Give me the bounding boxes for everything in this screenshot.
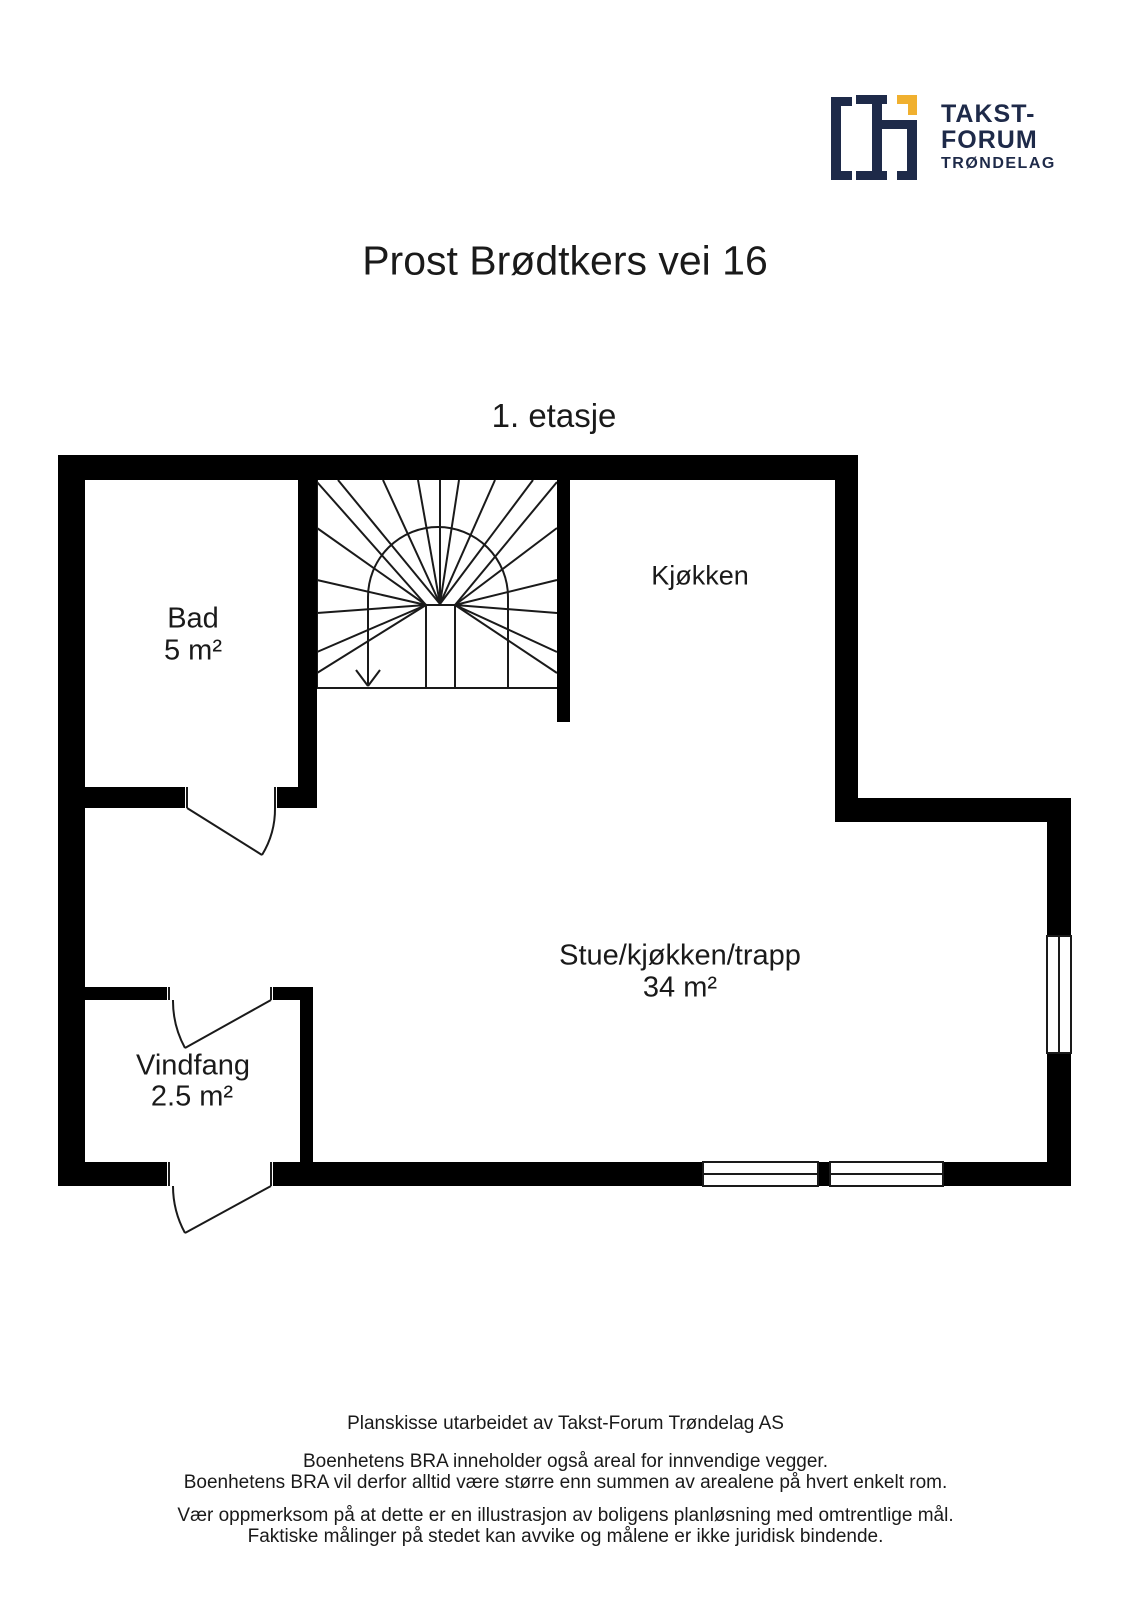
stair-newel <box>425 604 456 689</box>
logo-icon <box>831 95 917 180</box>
logo-gold-corner <box>897 95 917 115</box>
window-bottom-2 <box>829 1161 944 1187</box>
room-area-stue: 34 m² <box>642 971 718 1004</box>
room-label-kjokken: Kjøkken <box>651 560 749 591</box>
footer-note-2: Boenhetens BRA inneholder også areal for… <box>303 1451 828 1472</box>
walls <box>58 455 1071 1186</box>
logo: TAKST- FORUM TRØNDELAG <box>828 92 1054 184</box>
room-area-vindfang: 2.5 m² <box>150 1080 234 1113</box>
room-label-stue: Stue/kjøkken/trapp <box>559 939 801 972</box>
stair-treads <box>316 479 558 674</box>
window-right-wall <box>1046 935 1072 1054</box>
door-entry <box>168 1162 272 1234</box>
stair-arch <box>367 526 509 688</box>
window-bottom-1 <box>702 1161 819 1187</box>
logo-text-line2: FORUM <box>941 126 1038 154</box>
floor-label: 1. etasje <box>491 397 617 434</box>
logo-text-line1: TAKST- <box>941 100 1036 128</box>
door-bad <box>186 787 277 856</box>
room-label-vindfang: Vindfang <box>136 1049 250 1082</box>
footer-note-4: Vær oppmerksom på at dette er en illustr… <box>177 1505 954 1526</box>
stair-down-arrow <box>355 597 381 687</box>
footer-note-3: Boenhetens BRA vil derfor alltid være st… <box>183 1472 948 1493</box>
footer-note-1: Planskisse utarbeidet av Takst-Forum Trø… <box>347 1413 784 1434</box>
logo-text-line3: TRØNDELAG <box>941 155 1056 172</box>
door-vindfang-inner <box>168 987 272 1049</box>
room-area-bad: 5 m² <box>164 634 222 667</box>
footer-note-5: Faktiske målinger på stedet kan avvike o… <box>247 1526 884 1547</box>
room-label-bad: Bad <box>167 602 219 635</box>
page-title: Prost Brødtkers vei 16 <box>362 237 768 284</box>
